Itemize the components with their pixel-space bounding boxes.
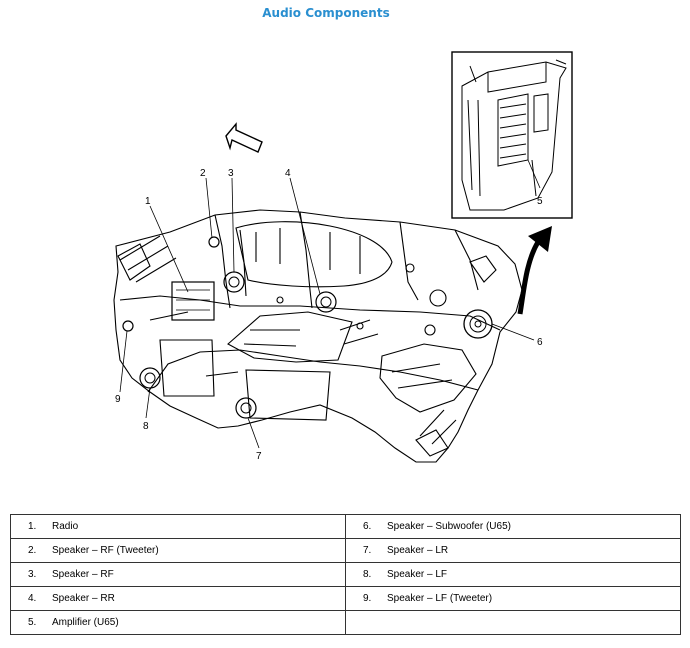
legend-cell: 7. Speaker – LR bbox=[345, 538, 681, 563]
radio-unit bbox=[171, 281, 215, 321]
legend-number: 6. bbox=[363, 521, 372, 532]
legend-label: Speaker – RR bbox=[52, 593, 115, 604]
legend-number: 1. bbox=[28, 521, 37, 532]
callout-2: 2 bbox=[200, 168, 206, 179]
leader-lines bbox=[119, 159, 541, 449]
legend-cell: 2. Speaker – RF (Tweeter) bbox=[10, 538, 346, 563]
legend-number: 8. bbox=[363, 569, 372, 580]
rr-speaker bbox=[315, 291, 337, 313]
legend-label: Speaker – LF (Tweeter) bbox=[387, 593, 493, 604]
callout-9: 9 bbox=[115, 394, 121, 405]
legend-number: 2. bbox=[28, 545, 37, 556]
legend-row: 3. Speaker – RF 8. Speaker – LF bbox=[10, 562, 681, 587]
legend-cell: 5. Amplifier (U65) bbox=[10, 610, 346, 635]
legend-row: 5. Amplifier (U65) bbox=[10, 610, 681, 635]
inset-pointer-arrow bbox=[517, 240, 541, 315]
legend-number: 7. bbox=[363, 545, 372, 556]
legend-cell: 6. Speaker – Subwoofer (U65) bbox=[345, 514, 681, 539]
front-direction-arrow bbox=[225, 122, 263, 153]
legend-cell: 8. Speaker – LF bbox=[345, 562, 681, 587]
legend-cell-empty bbox=[345, 610, 681, 635]
legend-row: 2. Speaker – RF (Tweeter) 7. Speaker – LR bbox=[10, 538, 681, 563]
amplifier-inset bbox=[451, 51, 573, 219]
legend-cell: 3. Speaker – RF bbox=[10, 562, 346, 587]
lr-speaker bbox=[235, 397, 257, 419]
legend-label: Radio bbox=[52, 521, 79, 532]
lf-speaker bbox=[139, 367, 161, 389]
legend-label: Speaker – LF bbox=[387, 569, 448, 580]
vehicle-body bbox=[113, 209, 523, 463]
callout-labels: 1 2 3 4 5 6 7 8 9 bbox=[115, 168, 543, 462]
legend-number: 4. bbox=[28, 593, 37, 604]
legend-label: Speaker – RF bbox=[52, 569, 114, 580]
legend-label: Speaker – RF (Tweeter) bbox=[52, 545, 159, 556]
callout-4: 4 bbox=[285, 168, 291, 179]
callout-5: 5 bbox=[537, 196, 543, 207]
callout-7: 7 bbox=[256, 451, 262, 462]
lf-tweeter-speaker bbox=[122, 320, 134, 332]
legend-label: Speaker – Subwoofer (U65) bbox=[387, 521, 511, 532]
legend-number: 5. bbox=[28, 617, 37, 628]
rf-speaker bbox=[223, 271, 245, 293]
vehicle-audio-diagram: 1 2 3 4 5 6 7 8 9 bbox=[113, 51, 573, 463]
legend-row: 1. Radio 6. Speaker – Subwoofer (U65) bbox=[10, 514, 681, 539]
legend-number: 9. bbox=[363, 593, 372, 604]
legend-cell: 4. Speaker – RR bbox=[10, 586, 346, 611]
legend-row: 4. Speaker – RR 9. Speaker – LF (Tweeter) bbox=[10, 586, 681, 611]
legend-label: Speaker – LR bbox=[387, 545, 449, 556]
callout-1: 1 bbox=[145, 196, 151, 207]
legend-cell: 9. Speaker – LF (Tweeter) bbox=[345, 586, 681, 611]
diagram-title: Audio Components bbox=[262, 6, 390, 20]
legend-cell: 1. Radio bbox=[10, 514, 346, 539]
callout-8: 8 bbox=[143, 421, 149, 432]
rf-tweeter-speaker bbox=[208, 236, 220, 248]
callout-6: 6 bbox=[537, 337, 543, 348]
callout-3: 3 bbox=[228, 168, 234, 179]
component-legend-table: 1. Radio 6. Speaker – Subwoofer (U65) 2. Sp… bbox=[10, 514, 681, 635]
amplifier-module bbox=[461, 59, 567, 211]
legend-label: Amplifier (U65) bbox=[52, 617, 119, 628]
legend-number: 3. bbox=[28, 569, 37, 580]
